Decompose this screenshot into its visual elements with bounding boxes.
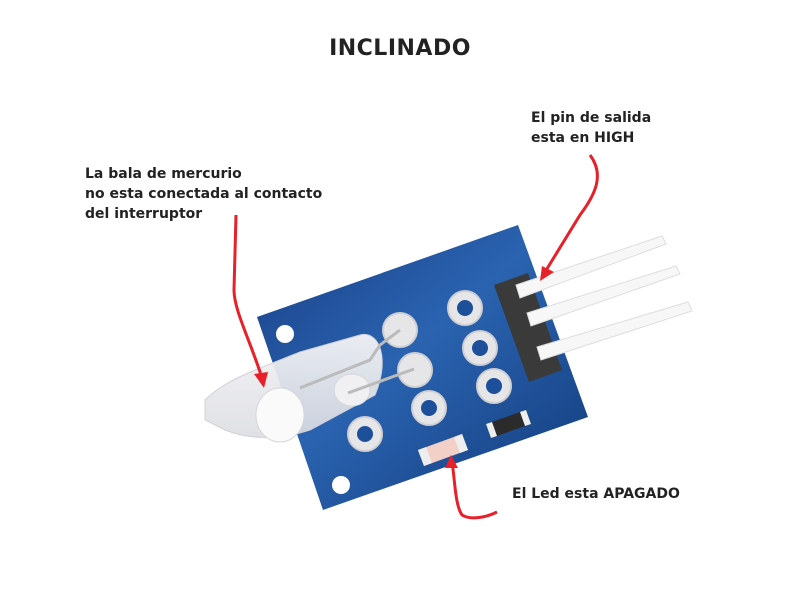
led-smd (418, 434, 468, 466)
mount-hole (332, 476, 350, 494)
header-pins (515, 235, 693, 361)
diagram-title: INCLINADO (329, 36, 471, 61)
resistor-smd (486, 410, 531, 438)
mount-hole (276, 325, 294, 343)
mercury-switch (204, 328, 415, 443)
led-label: El Led esta APAGADO (512, 486, 680, 502)
output-pin-label: El pin de salida esta en HIGH (531, 110, 652, 146)
solder-pads (347, 290, 512, 452)
callout-arrows (232, 154, 599, 520)
arrow-heads (254, 266, 554, 468)
mercury-label: La bala de mercurio no esta conectada al… (85, 166, 323, 222)
